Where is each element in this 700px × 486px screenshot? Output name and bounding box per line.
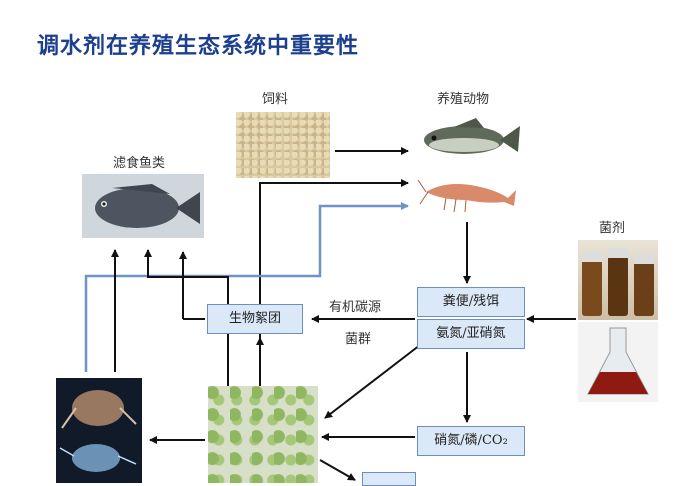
feed-label: 饲料 xyxy=(262,92,289,107)
fish-image xyxy=(414,112,522,162)
arrow-box-to-algae xyxy=(324,344,421,419)
ammonia-nitrite-box: 氨氮/亚硝氮 xyxy=(417,319,525,349)
arrow-zooplankton-to-shrimp xyxy=(84,202,409,372)
bacteria-group-label: 菌群 xyxy=(345,332,372,347)
shrimp-image xyxy=(416,170,520,216)
partial-box xyxy=(362,472,416,486)
zooplankton-image xyxy=(56,378,142,483)
biofloc-box: 生物絮团 xyxy=(207,304,303,334)
flask-image xyxy=(578,322,658,402)
arrow-algae-to-shrimp xyxy=(259,179,409,385)
bacteria-bottles-image xyxy=(578,240,658,320)
tilapia-image xyxy=(82,174,204,238)
feed-pellets-image xyxy=(236,112,330,178)
organic-carbon-label: 有机碳源 xyxy=(329,300,382,315)
nitrate-phosphorus-box: 硝氮/磷/CO₂ xyxy=(417,426,525,456)
filter-fish-label: 滤食鱼类 xyxy=(113,156,166,171)
algae-image xyxy=(208,386,318,483)
bacteria-agent-label: 菌剂 xyxy=(599,221,626,236)
feces-residue-box: 粪便/残饵 xyxy=(417,287,525,317)
farmed-animals-label: 养殖动物 xyxy=(437,92,490,107)
page-title: 调水剂在养殖生态系统中重要性 xyxy=(37,34,360,59)
